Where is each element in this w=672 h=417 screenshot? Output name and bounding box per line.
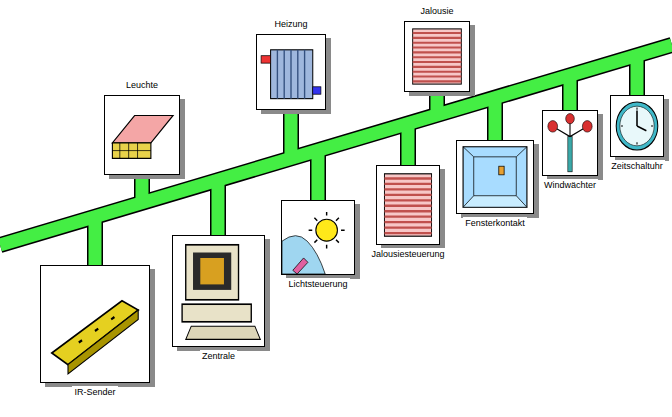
device-label: Zeitschaltuhr: [609, 160, 665, 173]
device-node: Fensterkontakt: [456, 140, 534, 233]
licht-icon: [282, 201, 354, 274]
jalousie-icon: [405, 22, 469, 91]
device-box: [542, 110, 598, 176]
device-box: [610, 95, 664, 157]
device-box: [404, 21, 470, 92]
device-node: Zentrale: [172, 235, 265, 366]
device-box: [456, 140, 534, 214]
ir-icon: [41, 266, 149, 382]
heizung-icon: [257, 35, 325, 109]
device-label: Windwächter: [542, 179, 598, 192]
device-node: Leuchte: [104, 76, 180, 175]
device-box: [376, 165, 440, 245]
device-node: Windwächter: [542, 110, 598, 195]
device-box: [172, 235, 265, 347]
device-box: [281, 200, 355, 275]
device-node: Heizung: [256, 15, 326, 110]
device-node: Jalousiesteuerung: [369, 165, 446, 264]
device-label: Lichtsteuerung: [286, 278, 349, 291]
uhr-icon: [611, 96, 663, 156]
device-box: [104, 95, 180, 175]
fenster-icon: [457, 141, 533, 213]
device-node: Jalousie: [404, 2, 470, 92]
device-box: [256, 34, 326, 110]
device-label: Jalousie: [418, 5, 455, 18]
device-node: Zeitschaltuhr: [609, 95, 665, 176]
device-label: IR-Sender: [72, 386, 117, 399]
device-box: [40, 265, 150, 383]
zentrale-icon: [173, 236, 264, 346]
device-node: IR-Sender: [40, 265, 150, 402]
device-label: Leuchte: [124, 79, 160, 92]
device-label: Jalousiesteuerung: [369, 248, 446, 261]
jalousie-icon: [377, 166, 439, 244]
leuchte-icon: [105, 96, 179, 174]
device-node: Lichtsteuerung: [281, 200, 355, 294]
device-label: Zentrale: [200, 350, 237, 363]
device-label: Heizung: [272, 18, 309, 31]
wind-icon: [543, 111, 597, 175]
device-label: Fensterkontakt: [463, 217, 527, 230]
